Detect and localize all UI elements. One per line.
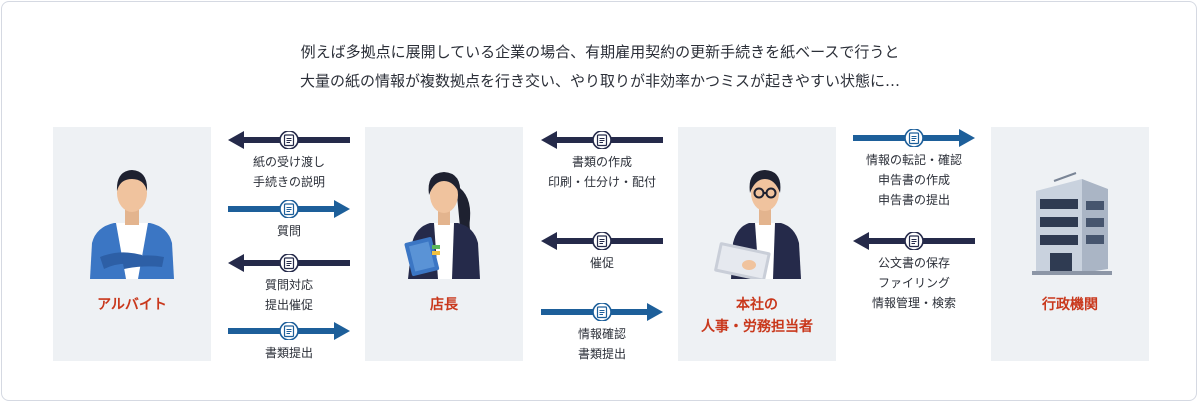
intro-text: 例えば多拠点に展開している企業の場合、有期雇用契約の更新手続きを紙ベースで行うと… [0,38,1200,96]
government-building-icon [1020,161,1120,279]
panel-store-manager-label: 店長 [430,297,458,313]
panel-part-timer-label: アルバイト [97,297,167,313]
panel-hq-hr-label-line1: 本社の [736,297,778,313]
flow-label-official-storage: 公文書の保存 [877,256,950,270]
arrow-left-5 [853,232,975,250]
arrow-right-3 [541,303,663,321]
arrow-right-4 [853,129,975,147]
flow-label-document-create: 書類の作成 [571,155,632,169]
arrow-left-1 [228,131,350,149]
flow-label-answer: 質問対応 [264,278,313,292]
flow-label-paper-handover: 紙の受け渡し [252,155,325,169]
part-timer-person-icon [82,161,182,279]
flow-label-info-search: 情報管理・検索 [871,296,956,310]
intro-line-2: 大量の紙の情報が複数拠点を行き交い、やり取りが非効率かつミスが起きやすい状態に… [299,72,900,90]
panel-part-timer: アルバイト [53,127,211,361]
flow-label-transcribe-check: 情報の転記・確認 [865,153,962,167]
flow-label-print-distribute: 印刷・仕分け・配付 [547,175,656,189]
flow-label-procedure-explain: 手続きの説明 [252,175,325,189]
flow-label-declaration-create: 申告書の作成 [877,173,950,187]
intro-line-1: 例えば多拠点に展開している企業の場合、有期雇用契約の更新手続きを紙ベースで行うと [300,43,900,61]
arrow-left-3 [541,131,663,149]
store-manager-person-icon [394,161,494,279]
arrow-left-4 [541,232,663,250]
flow-label-prompt: 催促 [589,256,614,270]
flow-label-filing: ファイリング [877,276,950,290]
flow-label-reminder: 提出催促 [264,298,313,312]
arrow-left-2 [228,254,350,272]
hr-staff-person-icon [707,161,807,282]
flow-label-document-submit-2: 書類提出 [577,347,626,361]
panel-store-manager: 店長 [365,127,523,361]
panel-government-label: 行政機関 [1042,297,1098,313]
arrow-right-1 [228,200,350,218]
panel-government: 行政機関 [991,127,1149,361]
flow-label-document-submit: 書類提出 [264,346,313,360]
panel-hq-hr-label-line2: 人事・労務担当者 [701,319,813,335]
panel-hq-hr: 本社の 人事・労務担当者 [678,127,836,361]
flow-label-declaration-submit: 申告書の提出 [877,193,950,207]
flow-label-info-check: 情報確認 [577,327,626,341]
flow-label-question: 質問 [276,224,301,238]
arrow-right-2 [228,322,350,340]
